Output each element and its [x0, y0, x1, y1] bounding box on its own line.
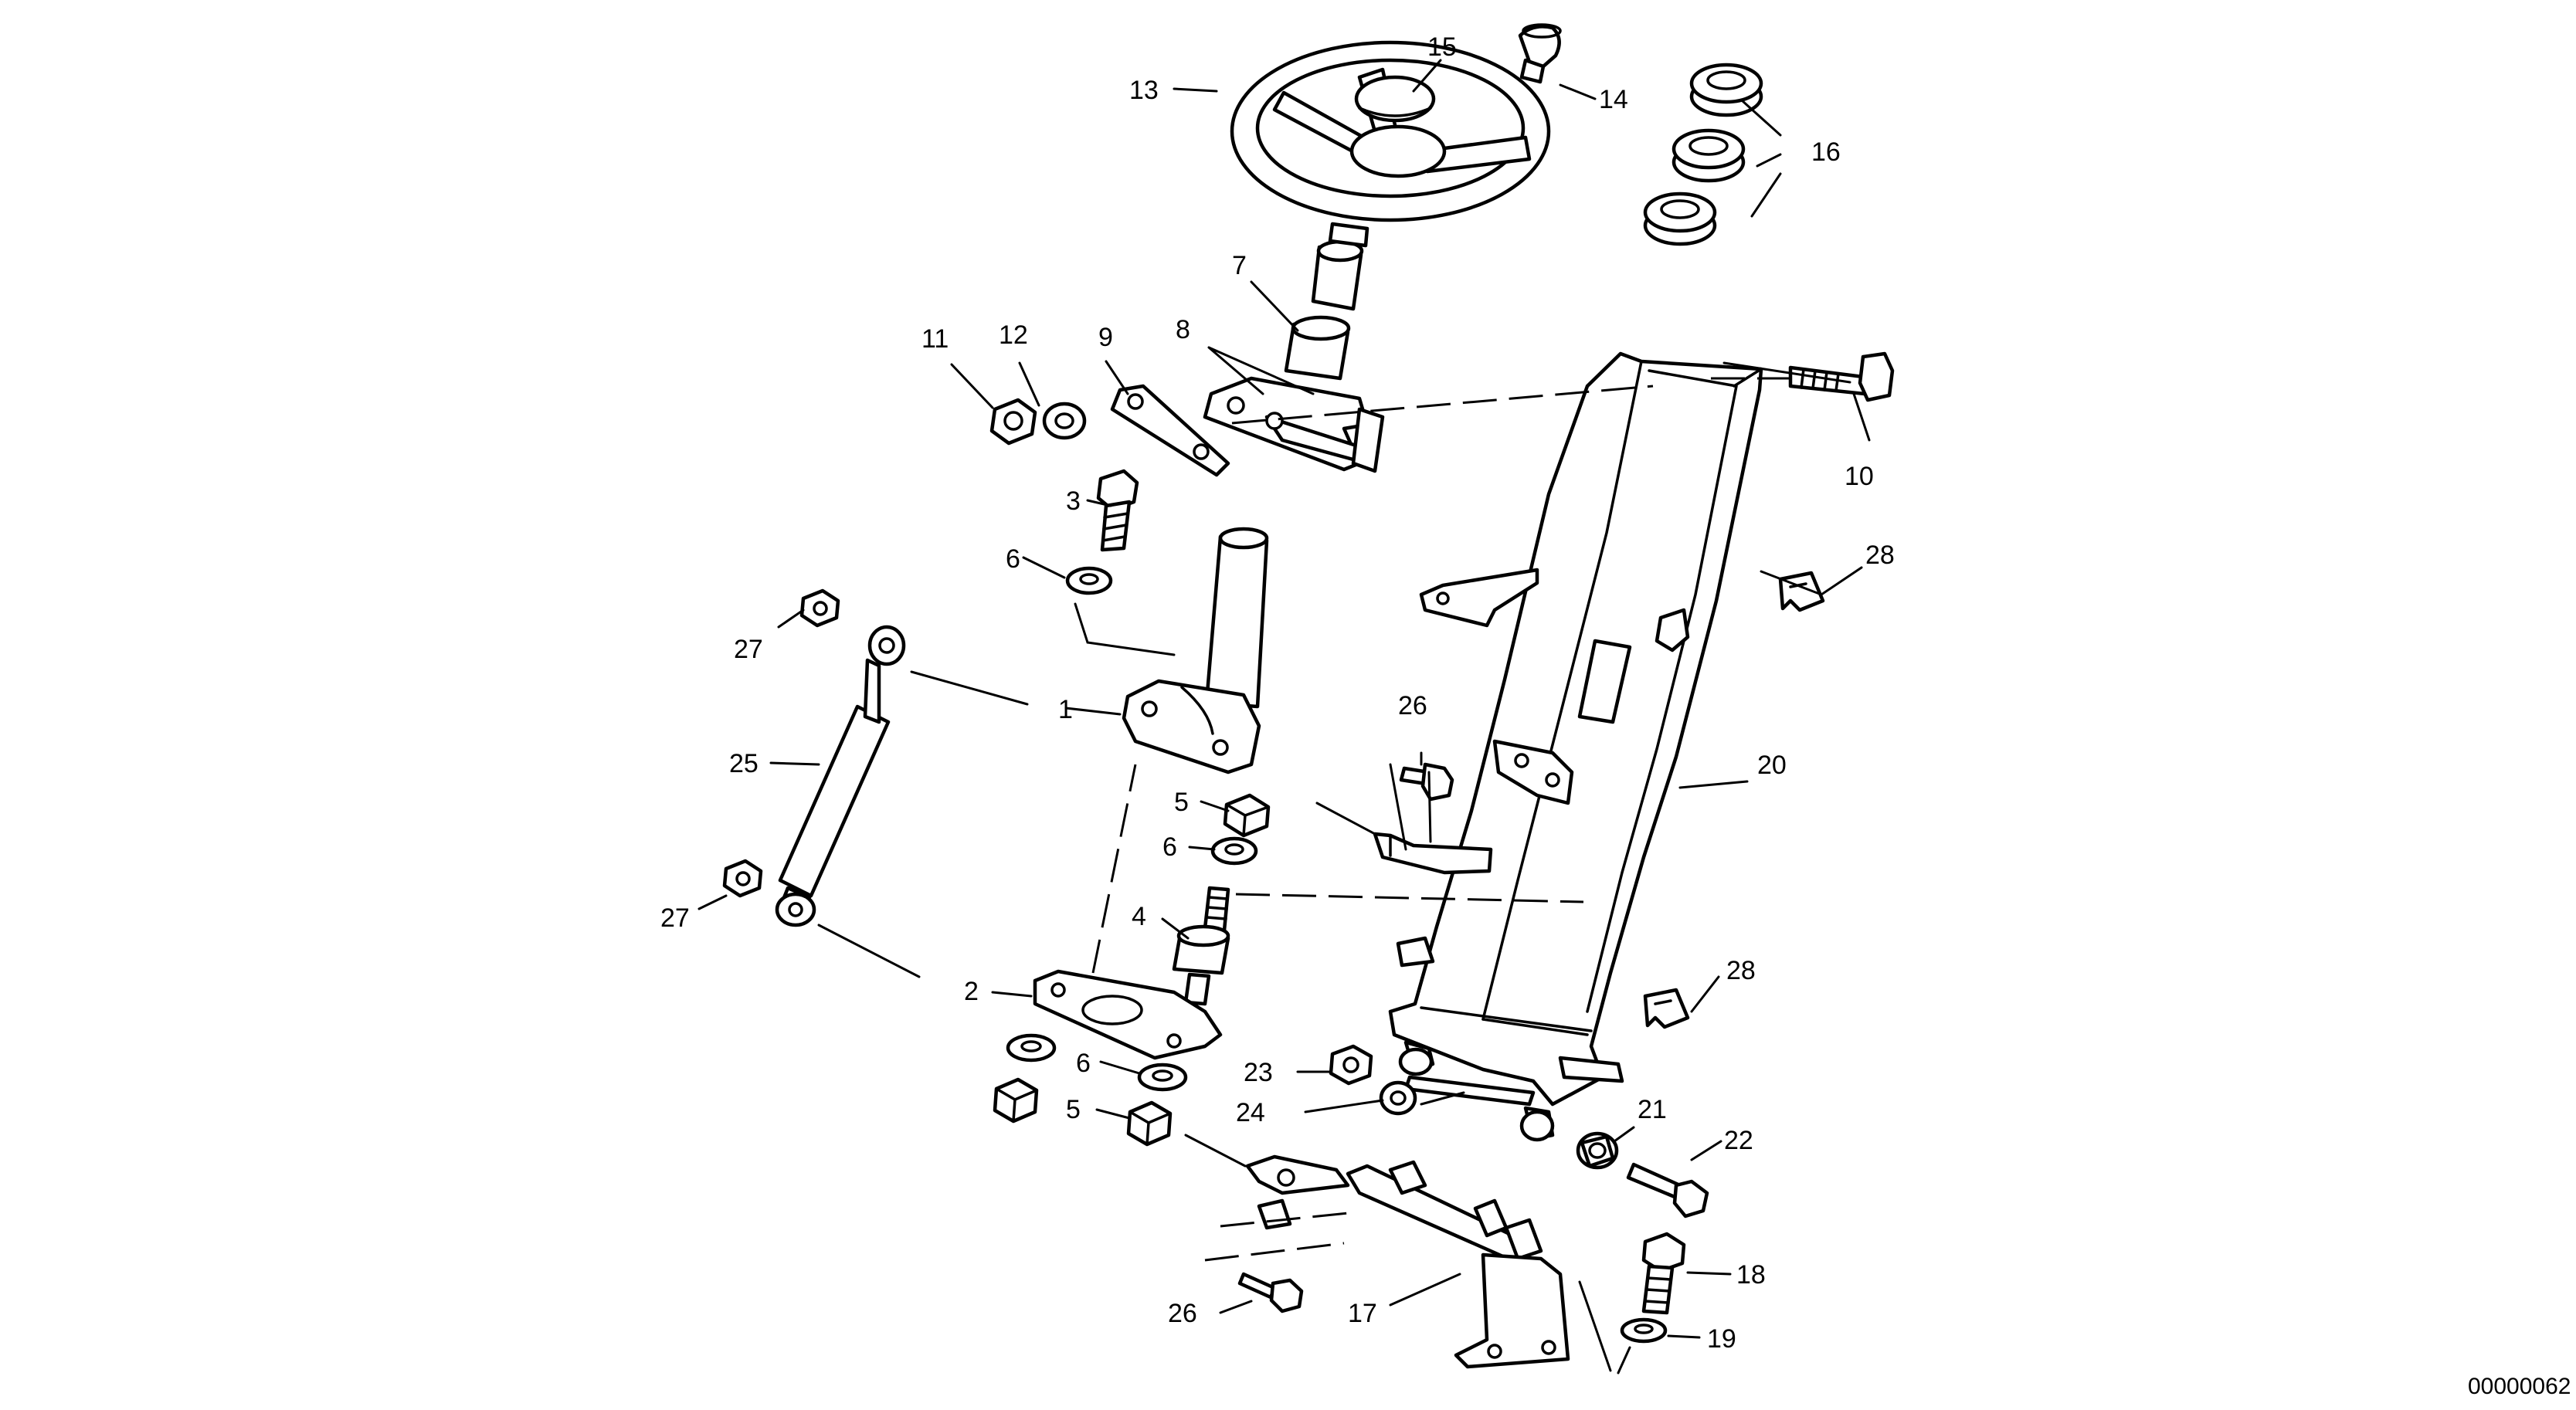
steering-column — [1122, 527, 1269, 774]
clip-28-lower — [1643, 988, 1690, 1029]
callout-26-lower: 26 — [1168, 1299, 1197, 1328]
spinner-knob — [1518, 23, 1562, 84]
nut-11 — [989, 398, 1037, 446]
shaft-coupling — [1284, 222, 1369, 381]
callout-4: 4 — [1132, 902, 1146, 931]
bolt-10 — [1788, 351, 1895, 402]
bolt-26-upper — [1399, 762, 1454, 802]
nut-5-upper — [1223, 793, 1271, 838]
nut-5-lower-left — [993, 1077, 1039, 1124]
frame-lower-lug — [1519, 1106, 1555, 1142]
callout-11: 11 — [921, 324, 949, 354]
callout-25: 25 — [729, 749, 759, 778]
callout-5-upper: 5 — [1174, 788, 1189, 817]
document-id: 00000062 — [2468, 1374, 2571, 1399]
callout-6-upper: 6 — [1006, 544, 1020, 574]
washer-6-lower-right — [1137, 1063, 1188, 1092]
nut-27-upper — [799, 588, 840, 628]
callout-9: 9 — [1098, 323, 1113, 352]
callout-7: 7 — [1232, 251, 1247, 280]
nut-27-lower — [722, 859, 763, 898]
bolt-3 — [1096, 469, 1139, 552]
bolt-18 — [1641, 1232, 1686, 1315]
callout-26-upper: 26 — [1398, 691, 1427, 720]
callout-13: 13 — [1129, 76, 1159, 105]
callout-2: 2 — [964, 977, 979, 1006]
callout-28-upper: 28 — [1865, 541, 1895, 570]
callout-6-mid: 6 — [1162, 832, 1177, 862]
callout-20: 20 — [1757, 751, 1787, 780]
callout-1: 1 — [1058, 695, 1073, 724]
callout-12: 12 — [999, 320, 1028, 350]
callout-6-lower: 6 — [1076, 1049, 1091, 1078]
callout-labels: 13 15 14 16 7 8 9 12 11 10 3 6 28 27 1 2… — [660, 32, 1895, 1354]
callout-15: 15 — [1427, 32, 1457, 62]
washer-6-lower-left — [1006, 1033, 1057, 1063]
washer-6-mid — [1210, 836, 1258, 866]
callout-24: 24 — [1236, 1098, 1265, 1127]
callout-18: 18 — [1736, 1260, 1766, 1290]
callout-16: 16 — [1811, 137, 1841, 167]
bushing-21 — [1576, 1131, 1619, 1170]
nut-23 — [1329, 1044, 1373, 1086]
callout-23: 23 — [1244, 1058, 1273, 1087]
assembly-axes — [1091, 377, 1792, 1262]
gas-strut — [775, 625, 906, 927]
flange-plate — [1033, 969, 1223, 1060]
callout-17: 17 — [1348, 1299, 1377, 1328]
callout-27-lower: 27 — [660, 903, 690, 933]
washer-24 — [1379, 1080, 1417, 1116]
callout-5-lower: 5 — [1066, 1095, 1081, 1124]
callout-19: 19 — [1707, 1324, 1736, 1354]
bushing-set — [1643, 63, 1763, 246]
washer-6-upper — [1065, 566, 1113, 595]
bolt-26-lower — [1237, 1272, 1304, 1313]
callout-10: 10 — [1845, 462, 1874, 491]
mounting-bracket — [1203, 376, 1385, 473]
callout-22: 22 — [1724, 1126, 1753, 1155]
callout-14: 14 — [1599, 85, 1628, 114]
bolt-22 — [1626, 1162, 1709, 1218]
callout-27-upper: 27 — [734, 635, 763, 664]
mounting-stud — [1172, 886, 1230, 1006]
nut-5-lower-right — [1126, 1100, 1173, 1147]
main-frame — [1388, 351, 1763, 1107]
washer-19 — [1620, 1317, 1668, 1344]
clamp-plate — [1110, 384, 1230, 477]
washer-12 — [1042, 402, 1087, 440]
steering-wheel — [1230, 40, 1551, 222]
callout-8: 8 — [1176, 315, 1190, 344]
callout-3: 3 — [1066, 486, 1081, 516]
leader-lines — [697, 59, 1871, 1374]
callout-28-lower: 28 — [1726, 956, 1756, 985]
cross-member — [1245, 1154, 1570, 1369]
callout-21: 21 — [1638, 1095, 1667, 1124]
